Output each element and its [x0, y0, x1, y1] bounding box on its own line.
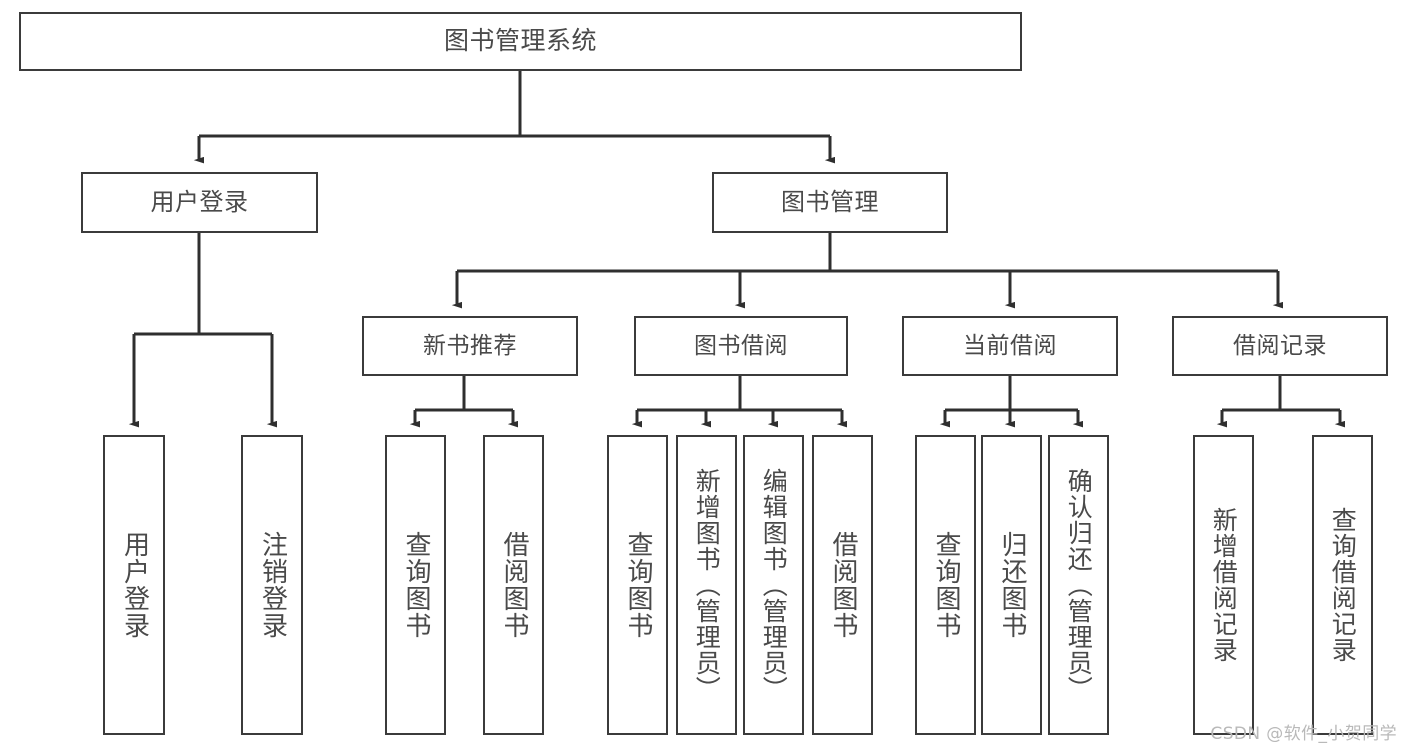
- node-current-borrow[interactable]: 当前借阅: [902, 316, 1118, 376]
- node-book-management-label: 图书管理: [781, 187, 879, 216]
- node-leaf-query-borrow-record-label: 查询借阅记录: [1328, 507, 1358, 663]
- node-leaf-query-book-borrow[interactable]: 查询图书: [607, 435, 668, 735]
- node-leaf-query-book-current[interactable]: 查询图书: [915, 435, 976, 735]
- node-leaf-user-logout-label: 注销登录: [257, 531, 288, 639]
- node-leaf-return-book-label: 归还图书: [997, 531, 1028, 639]
- node-leaf-user-login-label: 用户登录: [119, 531, 150, 639]
- node-leaf-borrow-book-recommend[interactable]: 借阅图书: [483, 435, 544, 735]
- node-user-login[interactable]: 用户登录: [81, 172, 318, 233]
- node-borrow-record-label: 借阅记录: [1233, 332, 1327, 359]
- node-leaf-add-borrow-record-label: 新增借阅记录: [1209, 507, 1239, 663]
- node-leaf-borrow-book[interactable]: 借阅图书: [812, 435, 873, 735]
- node-leaf-query-book-recommend-label: 查询图书: [401, 531, 432, 639]
- node-leaf-add-borrow-record[interactable]: 新增借阅记录: [1193, 435, 1254, 735]
- node-leaf-query-book-current-label: 查询图书: [931, 531, 962, 639]
- node-leaf-confirm-return[interactable]: 确认归还（管理员）: [1048, 435, 1109, 735]
- node-book-borrow[interactable]: 图书借阅: [634, 316, 848, 376]
- node-leaf-return-book[interactable]: 归还图书: [981, 435, 1042, 735]
- node-leaf-edit-book-label: 编辑图书（管理员）: [759, 468, 789, 702]
- node-leaf-add-book[interactable]: 新增图书（管理员）: [676, 435, 737, 735]
- node-leaf-borrow-book-label: 借阅图书: [828, 531, 859, 639]
- node-root-book-management-system[interactable]: 图书管理系统: [19, 12, 1022, 71]
- node-leaf-query-book-recommend[interactable]: 查询图书: [385, 435, 446, 735]
- node-user-login-label: 用户登录: [150, 187, 249, 216]
- node-book-borrow-label: 图书借阅: [694, 332, 788, 359]
- node-leaf-query-borrow-record[interactable]: 查询借阅记录: [1312, 435, 1373, 735]
- node-borrow-record[interactable]: 借阅记录: [1172, 316, 1388, 376]
- node-book-management[interactable]: 图书管理: [712, 172, 948, 233]
- node-new-book-recommend-label: 新书推荐: [423, 332, 517, 359]
- node-leaf-borrow-book-recommend-label: 借阅图书: [499, 531, 530, 639]
- node-leaf-edit-book[interactable]: 编辑图书（管理员）: [743, 435, 804, 735]
- node-leaf-query-book-borrow-label: 查询图书: [623, 531, 654, 639]
- node-leaf-confirm-return-label: 确认归还（管理员）: [1064, 468, 1094, 702]
- node-root-label: 图书管理系统: [443, 26, 597, 56]
- node-leaf-user-login[interactable]: 用户登录: [103, 435, 165, 735]
- node-current-borrow-label: 当前借阅: [963, 332, 1057, 359]
- node-new-book-recommend[interactable]: 新书推荐: [362, 316, 578, 376]
- node-leaf-add-book-label: 新增图书（管理员）: [692, 468, 722, 702]
- node-leaf-user-logout[interactable]: 注销登录: [241, 435, 303, 735]
